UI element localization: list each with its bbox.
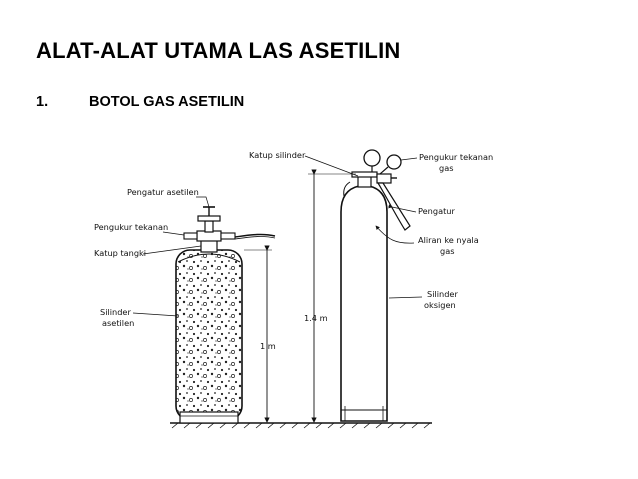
list-item-label: BOTOL GAS ASETILIN xyxy=(89,94,245,110)
height-dimension-1-4m: 1.4 m xyxy=(304,169,356,423)
label-silinder-asetilen-line2: asetilen xyxy=(102,318,134,328)
slide-title: ALAT-ALAT UTAMA LAS ASETILIN xyxy=(36,38,401,63)
label-silinder-oksigen-line2: oksigen xyxy=(424,300,456,310)
list-item-number: 1. xyxy=(36,94,49,110)
callout-katup-silinder: Katup silinder xyxy=(249,150,359,177)
callout-pengukur-tekanan-left: Pengukur tekanan xyxy=(94,222,185,236)
height-dimension-1m: 1 m xyxy=(244,245,276,423)
label-pengukur-tekanan-gas-line2: gas xyxy=(439,163,453,173)
oxygen-regulator-assembly xyxy=(343,149,411,231)
acetylene-cylinder xyxy=(175,249,243,424)
list-item-acetylene-bottle: 1. BOTOL GAS ASETILIN xyxy=(36,94,244,110)
label-pengukur-tekanan-left: Pengukur tekanan xyxy=(94,222,168,232)
label-pengatur: Pengatur xyxy=(418,206,455,216)
callout-silinder-oksigen: Silinder oksigen xyxy=(388,289,458,310)
callout-katup-tangki: Katup tangki xyxy=(94,245,202,258)
ground-line xyxy=(170,422,432,429)
height-label-1-4m: 1.4 m xyxy=(304,313,328,323)
label-aliran-line2: gas xyxy=(440,246,454,256)
label-katup-tangki: Katup tangki xyxy=(94,248,146,258)
height-label-1m: 1 m xyxy=(260,341,276,351)
label-pengukur-tekanan-gas-line1: Pengukur tekanan xyxy=(419,152,493,162)
label-pengatur-asetilen: Pengatur asetilen xyxy=(127,187,199,197)
acetylene-regulator-assembly xyxy=(183,206,276,253)
callout-silinder-asetilen: Silinder asetilen xyxy=(100,307,179,328)
label-silinder-oksigen-line1: Silinder xyxy=(427,289,458,299)
callout-aliran-ke-nyala-gas: Aliran ke nyala gas xyxy=(375,225,479,256)
callout-pengukur-tekanan-gas: Pengukur tekanan gas xyxy=(400,152,493,173)
callout-pengatur-asetilen: Pengatur asetilen xyxy=(127,187,210,208)
label-silinder-asetilen-line1: Silinder xyxy=(100,307,131,317)
label-katup-silinder: Katup silinder xyxy=(249,150,306,160)
callout-pengatur: Pengatur xyxy=(388,204,455,216)
oxygen-cylinder xyxy=(340,185,388,422)
label-aliran-line1: Aliran ke nyala xyxy=(418,235,479,245)
